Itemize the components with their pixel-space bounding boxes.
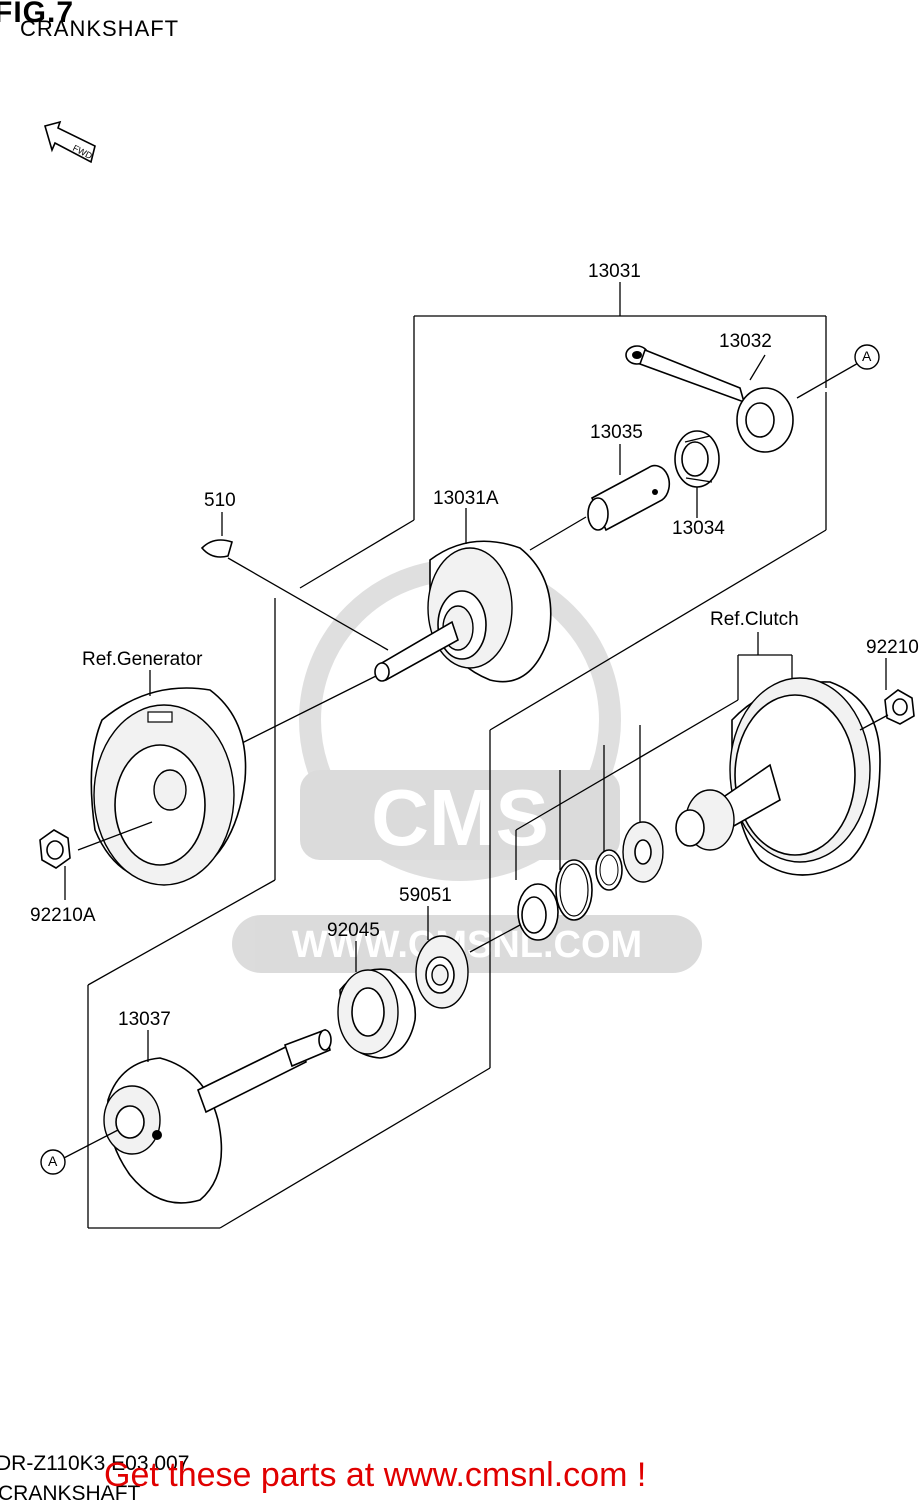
- needle-bearing-13034: [674, 430, 720, 488]
- model-code: DR-Z110K3 E03 007: [0, 1452, 190, 1475]
- connecting-rod-13032: [625, 345, 794, 453]
- parts-link-banner[interactable]: Get these parts at www.cmsnl.com !: [104, 1456, 647, 1494]
- label-13037: 13037: [118, 1009, 171, 1030]
- bracket-clutch: [515, 632, 793, 880]
- label-13034: 13034: [672, 518, 725, 539]
- label-13031: 13031: [588, 261, 641, 282]
- gear-59051: [415, 935, 469, 1009]
- label-59051: 59051: [399, 885, 452, 906]
- label-13032: 13032: [719, 331, 772, 352]
- label-92045: 92045: [327, 920, 380, 941]
- spacer-rings: [517, 821, 664, 941]
- label-92210: 92210: [866, 637, 919, 658]
- crank-pin-13035: [587, 464, 671, 532]
- label-13035: 13035: [590, 422, 643, 443]
- ref-a-bottom-label: A: [48, 1153, 58, 1169]
- clutch-assembly: [675, 677, 881, 876]
- nut-92210A: [39, 829, 71, 869]
- ref-a-top-marker: [854, 344, 880, 370]
- figure-subtitle: CRANKSHAFT: [20, 16, 180, 41]
- watermark-logo: CMS WWW.CMSNL.COM: [232, 559, 702, 973]
- fwd-arrow-icon: FWD: [44, 120, 96, 164]
- label-13031A: 13031A: [433, 488, 499, 509]
- label-ref-clutch: Ref.Clutch: [710, 609, 799, 630]
- bracket-main: [87, 598, 491, 1229]
- ref-a-top-label: A: [862, 348, 872, 364]
- generator-rotor: [90, 687, 247, 886]
- crankshaft-left-13037: [103, 1028, 332, 1204]
- footer-caption: CRANKSHAFT: [0, 1482, 141, 1505]
- svg-text:CMS: CMS: [371, 773, 549, 862]
- key-510: [200, 539, 233, 558]
- figure-label: FIG.7: [0, 0, 75, 29]
- label-ref-generator: Ref.Generator: [82, 649, 203, 670]
- ball-bearing-92045: [337, 968, 417, 1059]
- bracket-13031: [299, 282, 827, 731]
- label-92210A: 92210A: [30, 905, 96, 926]
- ref-a-bottom-marker: [40, 1149, 66, 1175]
- label-510: 510: [204, 490, 236, 511]
- crankshaft-right-13031A: [374, 540, 552, 683]
- nut-92210: [884, 689, 915, 725]
